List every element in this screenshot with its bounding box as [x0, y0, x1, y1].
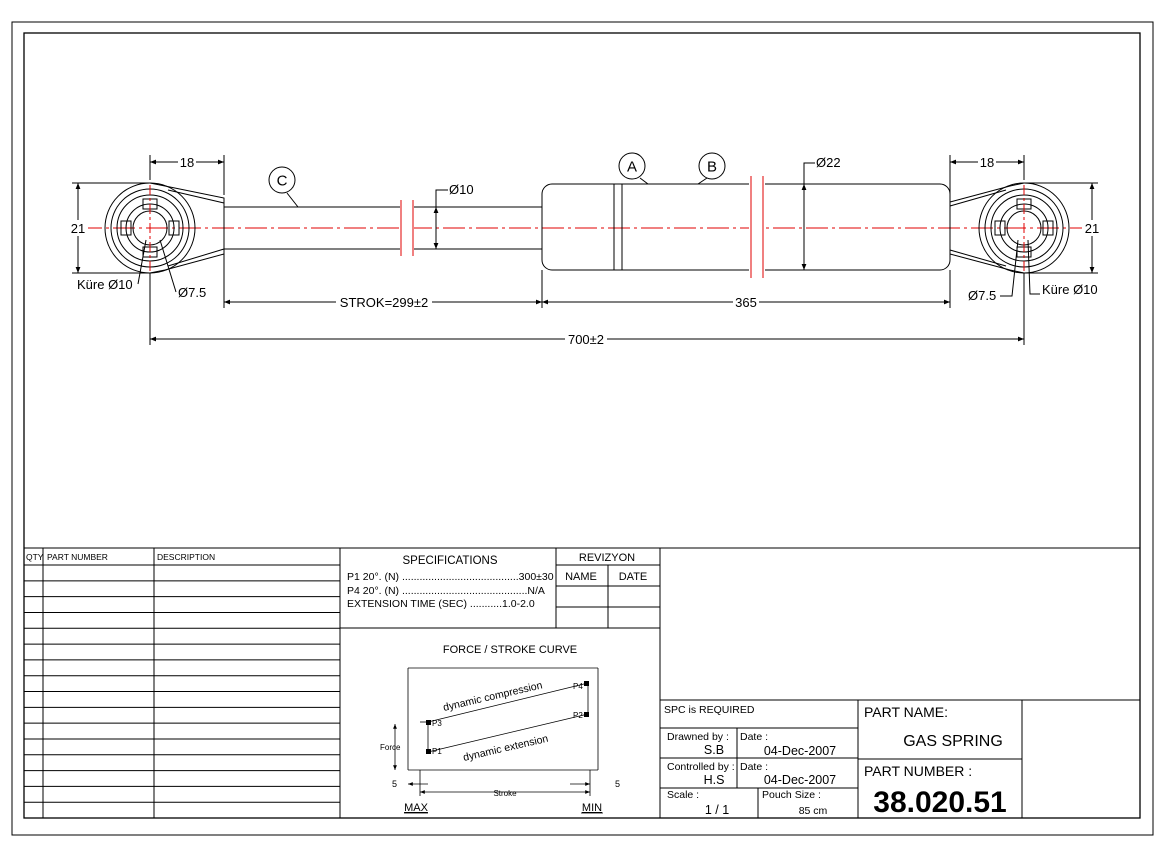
controlled-by-label: Controlled by :: [667, 761, 735, 773]
spec-extension-time: EXTENSION TIME (SEC) ...........1.0-2.0: [347, 598, 535, 610]
bom-header-qty: QTY: [26, 552, 44, 562]
label-min: MIN: [582, 802, 602, 814]
spec-p4: P4 20°. (N) ............................…: [347, 585, 545, 597]
point-p1: P1: [432, 747, 442, 756]
drawn-by-label: Drawned by :: [667, 731, 729, 743]
curve-title: FORCE / STROKE CURVE: [443, 644, 577, 656]
dim-ball-left: Küre Ø10: [77, 277, 133, 292]
dim-height-left: 21: [71, 221, 85, 236]
scale-label: Scale :: [667, 789, 699, 801]
inner-frame: [23, 32, 1141, 819]
point-p4: P4: [573, 682, 583, 691]
specs-title: SPECIFICATIONS: [403, 555, 498, 567]
dim-hole-right: Ø7.5: [968, 288, 996, 303]
dim-tube-diameter: Ø22: [816, 155, 841, 170]
left-eye-end: [104, 182, 225, 274]
label-max: MAX: [404, 802, 429, 814]
balloon-c: C: [268, 166, 296, 194]
date-label-1: Date :: [740, 731, 768, 743]
bom-table: [24, 548, 340, 818]
dim-rod-diameter: Ø10: [449, 182, 474, 197]
bom-header-part-number: PART NUMBER: [47, 552, 108, 562]
dim-eye-width-left: 18: [180, 155, 194, 170]
drawn-by-value: S.B: [704, 743, 724, 757]
dim-hole-left: Ø7.5: [178, 285, 206, 300]
svg-text:C: C: [277, 173, 288, 190]
label-dynamic-compression: dynamic compression: [442, 679, 544, 714]
outer-frame: [11, 21, 1154, 836]
axis-stroke-label: Stroke: [493, 789, 517, 798]
date-value-1: 04-Dec-2007: [764, 744, 836, 758]
part-number-value: 38.020.51: [873, 786, 1006, 819]
cylinder-body: [541, 183, 951, 271]
dim-stroke: STROK=299±2: [340, 295, 428, 310]
specifications-panel: SPECIFICATIONS P1 20°. (N) .............…: [347, 555, 554, 610]
dim-total-length: 700±2: [568, 332, 604, 347]
balloon-b: B: [698, 152, 726, 180]
date-value-2: 04-Dec-2007: [764, 773, 836, 787]
label-dynamic-extension: dynamic extension: [462, 733, 550, 764]
date-label-2: Date :: [740, 761, 768, 773]
spec-p1: P1 20°. (N) ............................…: [347, 571, 554, 583]
force-stroke-curve: FORCE / STROKE CURVE P3 P1 P4 P2 dynamic…: [380, 644, 620, 814]
dim-eye-width-right: 18: [980, 155, 994, 170]
bom-header-description: DESCRIPTION: [157, 552, 215, 562]
dim-ball-right: Küre Ø10: [1042, 282, 1098, 297]
revizyon-title: REVIZYON: [579, 552, 635, 564]
spc-note: SPC is REQUIRED: [664, 704, 755, 716]
scale-value: 1 / 1: [705, 803, 729, 817]
title-block: SPC is REQUIRED Drawned by : S.B Date : …: [664, 704, 1007, 819]
revizyon-date: DATE: [619, 571, 648, 583]
gas-spring-drawing: [72, 155, 1098, 345]
part-name-label: PART NAME:: [864, 704, 948, 720]
part-name-value: GAS SPRING: [903, 733, 1003, 750]
dim-body-length: 365: [735, 295, 757, 310]
controlled-by-value: H.S: [704, 773, 725, 787]
pouch-size-label: Pouch Size :: [762, 789, 821, 801]
point-p3: P3: [432, 719, 442, 728]
balloon-a: A: [618, 152, 646, 180]
pouch-size-value: 85 cm: [799, 805, 828, 817]
offset-left: 5: [392, 779, 397, 789]
offset-right: 5: [615, 779, 620, 789]
svg-text:B: B: [707, 159, 717, 176]
svg-text:A: A: [627, 159, 637, 176]
part-number-label: PART NUMBER :: [864, 763, 972, 779]
revizyon-name: NAME: [565, 571, 597, 583]
axis-force-label: Force: [380, 743, 401, 752]
dim-height-right: 21: [1085, 221, 1099, 236]
point-p2: P2: [573, 711, 583, 720]
revision-panel: REVIZYON NAME DATE: [565, 552, 647, 583]
